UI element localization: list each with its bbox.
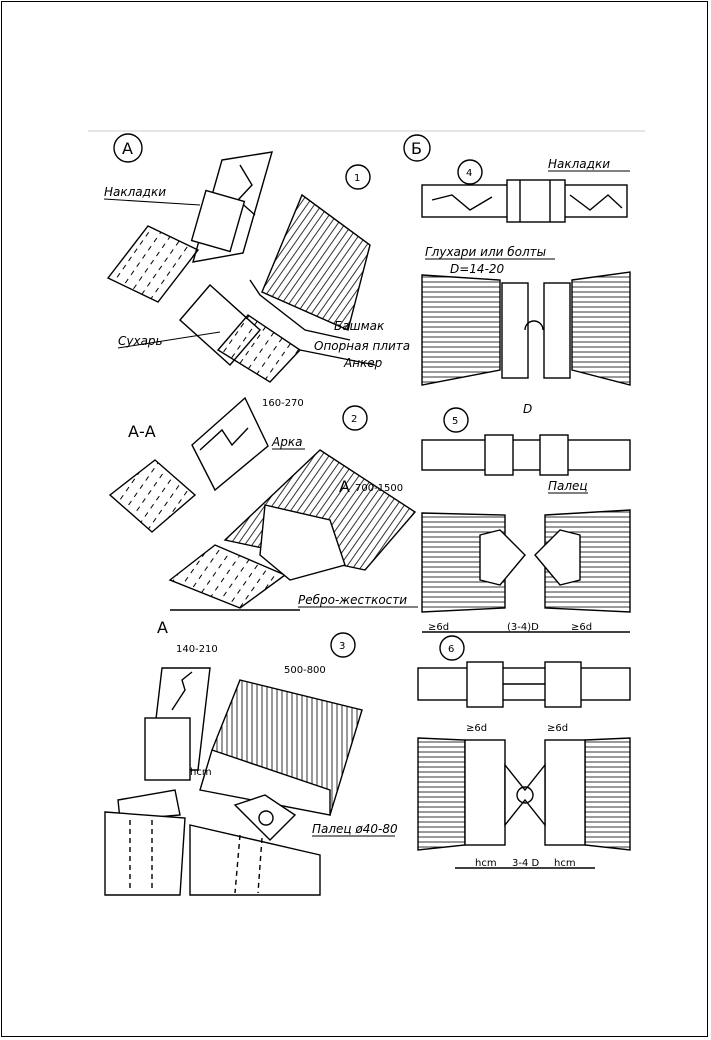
label-d-range: D=14-20 xyxy=(450,262,505,276)
detail-1-number: 1 xyxy=(354,173,360,184)
section-b-circle xyxy=(403,134,431,162)
dim-3-4-d: 3-4 D xyxy=(512,858,540,869)
label-glukhari: Глухари или болты xyxy=(425,245,546,259)
detail-5 xyxy=(421,407,631,633)
detail-6 xyxy=(417,635,631,869)
detail-6-number: 6 xyxy=(448,644,454,655)
label-sukhar: Сухарь xyxy=(118,334,163,348)
label-palets-dia: Палец ø40-80 xyxy=(312,822,398,836)
dim-hcm-b2: hcm xyxy=(554,858,576,869)
detail-3 xyxy=(104,632,363,896)
section-a-label: А xyxy=(122,139,133,158)
cut-marker-a-top: А xyxy=(339,477,350,496)
dim-ge6d-right: ≥6d xyxy=(571,622,592,633)
dim-ge6d-top-right: ≥6d xyxy=(547,723,568,734)
cut-marker-a-bottom: А xyxy=(157,618,168,637)
label-nakladki-right: Накладки xyxy=(548,157,610,171)
label-anker: Анкер xyxy=(343,356,383,370)
label-d-letter: D xyxy=(523,402,532,416)
label-rebro: Ребро-жесткости xyxy=(298,593,407,607)
detail-2-number: 2 xyxy=(351,414,357,425)
dim-160-270: 160-270 xyxy=(262,398,304,409)
label-arka: Арка xyxy=(271,435,302,449)
label-bashmak: Башмак xyxy=(334,319,385,333)
section-aa-label: А-А xyxy=(128,422,156,441)
detail-4-circle xyxy=(457,159,483,185)
detail-2-circle xyxy=(342,405,368,431)
detail-4-number: 4 xyxy=(466,168,472,179)
detail-3-number: 3 xyxy=(339,641,345,652)
label-palets: Палец xyxy=(548,479,588,493)
dim-ge6d-left: ≥6d xyxy=(428,622,449,633)
dim-140-210: 140-210 xyxy=(176,644,218,655)
section-b-label: Б xyxy=(411,139,422,158)
detail-4 xyxy=(403,134,631,386)
detail-5-number: 5 xyxy=(452,416,458,427)
dim-700-1500: 700-1500 xyxy=(355,483,403,494)
detail-5-circle xyxy=(443,407,469,433)
detail-3-circle xyxy=(330,632,356,658)
label-opornaya-plita: Опорная плита xyxy=(314,339,410,353)
dim-ge6d-top-left: ≥6d xyxy=(466,723,487,734)
dim-500-800: 500-800 xyxy=(284,665,326,676)
label-nakladki-left: Накладки xyxy=(104,185,166,199)
section-a-circle xyxy=(113,133,143,163)
detail-2 xyxy=(108,396,417,611)
dim-hcm-b1: hcm xyxy=(475,858,497,869)
detail-6-circle xyxy=(439,635,465,661)
dim-3-4d: (3-4)D xyxy=(507,622,539,633)
detail-1-circle xyxy=(345,164,371,190)
dim-hcm-left: hcm xyxy=(190,767,212,778)
detail-1 xyxy=(106,133,376,383)
